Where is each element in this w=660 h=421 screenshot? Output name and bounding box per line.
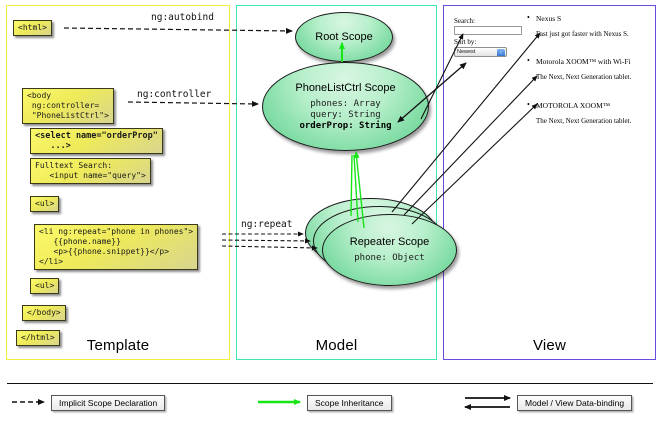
phone-snippet: The Next, Next Generation tablet. (536, 117, 632, 125)
scope-prop-orderprop: orderProp: String (299, 120, 392, 131)
scope-prop-phones: phones: Array (310, 98, 381, 109)
phone-snippet: Fast just got faster with Nexus S. (536, 30, 629, 38)
code-box-html: <html> (13, 20, 52, 36)
panel-label-model: Model (315, 337, 358, 354)
scope-prop-query: query: String (310, 109, 381, 120)
sort-by-selected-value: Newest (457, 49, 476, 55)
scope-repeater-title: Repeater Scope (349, 236, 430, 248)
phone-snippet: The Next, Next Generation tablet. (536, 73, 632, 81)
scope-phonelistctrl-title: PhoneListCtrl Scope (295, 81, 396, 94)
code-box-body: <body ng:controller= "PhoneListCtrl"> (22, 88, 114, 124)
scope-phonelistctrl: PhoneListCtrl Scope phones: Array query:… (262, 62, 429, 151)
list-item: Motorola XOOM™ with Wi-Fi The Next, Next… (527, 56, 655, 82)
list-item: Nexus S Fast just got faster with Nexus … (527, 13, 655, 39)
panel-label-view: View (532, 337, 567, 354)
legend-model-view-data-binding: Model / View Data-binding (517, 395, 633, 411)
scope-repeater-props: phone: Object (354, 253, 424, 264)
scope-phonelistctrl-props: phones: Array query: String orderProp: S… (299, 99, 391, 132)
scope-root: Root Scope (295, 12, 393, 62)
connector-label-ng-controller: ng:controller (137, 89, 212, 100)
phone-name: Nexus S (527, 13, 655, 24)
code-box-fulltext-search: Fulltext Search: <input name="query"> (30, 158, 151, 184)
scope-repeater: Repeater Scope phone: Object (322, 214, 457, 286)
search-label: Search: (454, 17, 475, 25)
code-box-select: <select name="orderProp" ...> (30, 128, 163, 154)
panel-label-template: Template (86, 337, 150, 354)
code-box-li-repeat: <li ng:repeat="phone in phones"> {{phone… (34, 224, 199, 270)
code-box-html-close: </html> (16, 330, 60, 346)
phone-name: Motorola XOOM™ with Wi-Fi (527, 56, 655, 67)
code-box-body-close: </body> (22, 305, 66, 321)
sort-by-label: Sort by: (454, 38, 477, 46)
connector-label-ng-repeat: ng:repeat (241, 219, 293, 230)
chevron-updown-icon: ↕ (497, 49, 505, 56)
sort-by-select[interactable]: Newest ↕ (454, 47, 507, 57)
legend-divider (7, 383, 653, 384)
code-box-ul-open: <ul> (30, 196, 60, 212)
code-box-ul-close: <ul> (30, 278, 60, 294)
search-input[interactable] (454, 26, 522, 35)
list-item: MOTOROLA XOOM™ The Next, Next Generation… (527, 100, 655, 126)
phone-name: MOTOROLA XOOM™ (527, 100, 655, 111)
legend-implicit-scope-declaration: Implicit Scope Declaration (51, 395, 166, 411)
scope-prop-phone: phone: Object (354, 253, 425, 263)
scope-root-title: Root Scope (315, 30, 373, 43)
legend-scope-inheritance: Scope Inheritance (307, 395, 392, 411)
view-app: Search: Sort by: Newest ↕ Nexus S Fast j… (443, 5, 656, 360)
connector-label-ng-autobind: ng:autobind (151, 12, 214, 23)
